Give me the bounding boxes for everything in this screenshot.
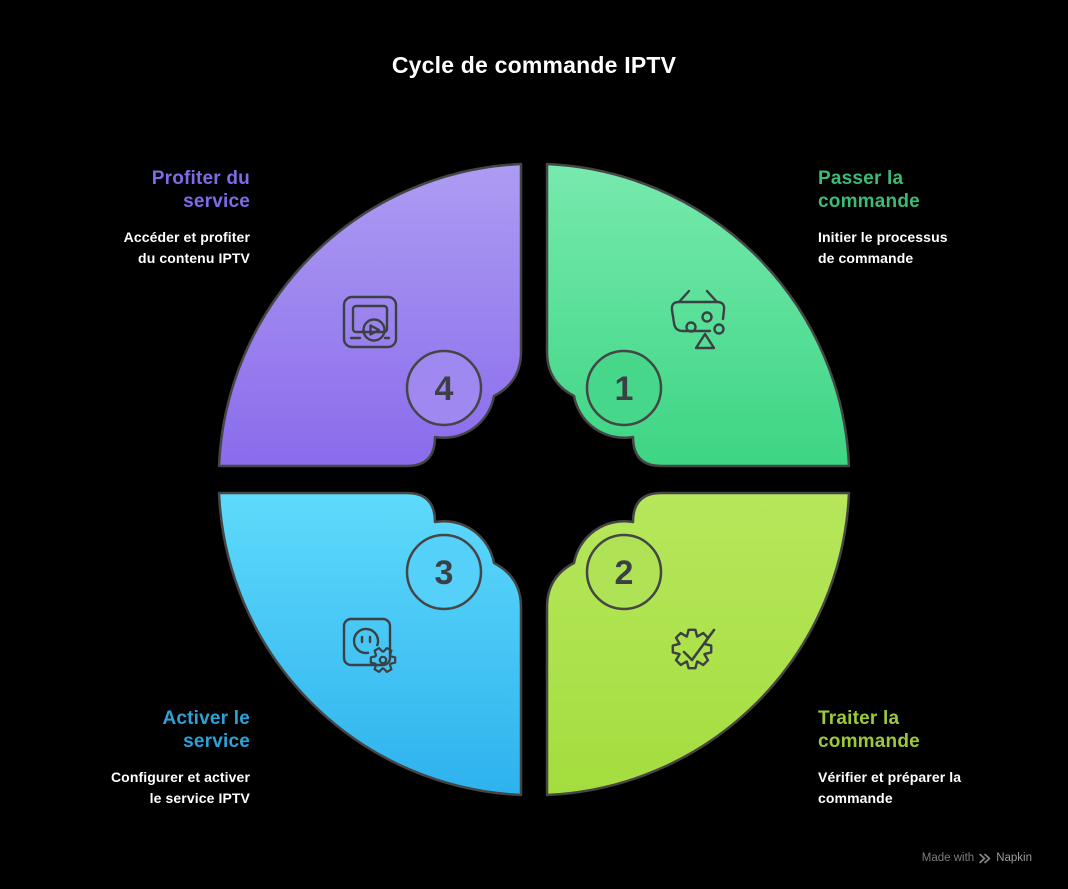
diagram-title: Cycle de commande IPTV [391,52,677,78]
step-1-label-block: Passer la commande Initier le processus … [818,167,1068,269]
napkin-chevrons-icon [979,853,991,863]
step-3-number: 3 [435,554,454,592]
step-1-title: Passer la commande [818,167,1068,213]
step-3-badge: 3 [405,533,483,611]
step-3-description: Configurer et activer le service IPTV [0,767,250,809]
step-4-description: Accéder et profiter du contenu IPTV [0,227,250,269]
step-1-description: Initier le processus de commande [818,227,1068,269]
quadrant-step2-shape [545,491,851,797]
step-2-label-block: Traiter la commande Vérifier et préparer… [818,707,1068,809]
step-3-label-block: Activer le service Configurer et activer… [0,707,250,809]
step-4-title: Profiter du service [0,167,250,213]
step-3-desc-line2: le service IPTV [149,790,250,806]
step-1-number: 1 [615,370,634,408]
watermark-text: Made with [921,852,975,864]
watermark-brand: Napkin [996,852,1032,864]
step-2-number: 2 [615,554,634,592]
shopping-basket-icon [670,289,726,350]
quadrant-step3-shape [217,491,523,797]
step-2-title-line1: Traiter la [818,708,900,729]
step-1-title-line1: Passer la [818,168,904,189]
quadrant-step4-shape [217,162,523,468]
step-2-title: Traiter la commande [818,707,1068,753]
step-2-desc-line2: commande [818,790,893,806]
napkin-watermark: Made with Napkin [922,852,1032,864]
step-1-desc-line2: de commande [818,250,914,266]
step-4-title-line1: Profiter du [151,168,250,189]
gear-check-icon [671,628,716,670]
step-1-badge: 1 [585,349,663,427]
step-1-desc-line1: Initier le processus [818,229,948,245]
step-2-title-line2: commande [818,731,920,752]
step-4-badge: 4 [405,349,483,427]
step-4-desc-line2: du contenu IPTV [138,250,250,266]
step-3-desc-line1: Configurer et activer [110,769,250,785]
step-3-title-line2: service [183,731,250,752]
step-4-title-line2: service [183,191,250,212]
video-player-icon [342,295,398,349]
step-4-number: 4 [435,370,454,408]
step-3-title: Activer le service [0,707,250,753]
step-3-title-line1: Activer le [162,708,250,729]
step-2-desc-line1: Vérifier et préparer la [818,769,962,785]
step-2-description: Vérifier et préparer la commande [818,767,1068,809]
step-4-desc-line1: Accéder et profiter [123,229,250,245]
step-2-badge: 2 [585,533,663,611]
quadrant-step1-shape [545,162,851,468]
step-4-label-block: Profiter du service Accéder et profiter … [0,167,250,269]
screen-settings-icon [342,617,397,673]
step-1-title-line2: commande [818,191,920,212]
